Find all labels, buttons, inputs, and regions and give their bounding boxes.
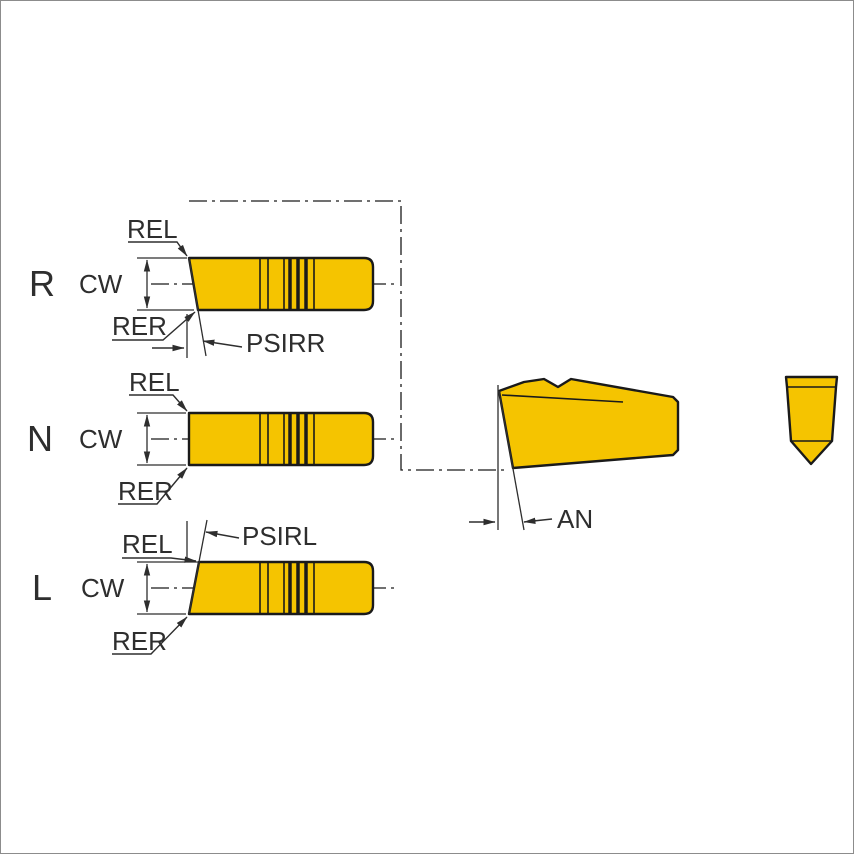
label-cw-n: CW xyxy=(79,424,123,454)
side-top-face-edge xyxy=(501,394,624,403)
angle-arrow-psirr xyxy=(202,339,243,348)
front-view-n: N CW REL RER xyxy=(27,367,397,506)
side-view: AN xyxy=(469,377,680,534)
insert-serrations-l xyxy=(259,562,315,614)
insert-outline-l xyxy=(187,560,375,616)
front-view-l: L CW REL RER PSIRL xyxy=(32,519,397,656)
label-rer-r: RER xyxy=(112,311,167,341)
lead-angle-line-l xyxy=(188,519,208,615)
projection-centerline xyxy=(189,200,508,471)
insert-outline-end xyxy=(784,375,839,466)
label-cw-l: CW xyxy=(81,573,125,603)
angle-arrow-an xyxy=(523,517,553,524)
angle-arrow-psirl xyxy=(205,530,240,539)
leader-rel-r xyxy=(128,241,188,257)
label-rer-n: RER xyxy=(118,476,173,506)
insert-serrations-r xyxy=(259,258,315,310)
insert-serrations-n xyxy=(259,413,315,465)
end-view xyxy=(784,375,839,466)
cw-dimension-r xyxy=(137,257,194,311)
label-psirl: PSIRL xyxy=(242,521,317,551)
leader-rer-n xyxy=(118,467,188,505)
view-letter-n: N xyxy=(27,418,53,459)
leader-rer-r xyxy=(112,311,196,341)
view-letter-l: L xyxy=(32,567,52,608)
label-cw-r: CW xyxy=(79,269,123,299)
view-letter-r: R xyxy=(29,263,55,304)
insert-outline-r xyxy=(187,256,375,312)
label-rel-l: REL xyxy=(122,529,173,559)
label-rel-r: REL xyxy=(127,214,178,244)
leader-rel-l xyxy=(122,556,197,563)
leader-rer-l xyxy=(112,616,188,655)
cw-dimension-n xyxy=(137,412,186,466)
label-rer-l: RER xyxy=(112,626,167,656)
label-an: AN xyxy=(557,504,593,534)
clearance-angle-line xyxy=(498,390,525,531)
insert-outline-side xyxy=(497,377,680,470)
insert-outline-n xyxy=(187,411,375,467)
front-view-r: R CW REL RER PSIRR xyxy=(29,214,397,358)
label-rel-n: REL xyxy=(129,367,180,397)
label-psirr: PSIRR xyxy=(246,328,325,358)
leader-rel-n xyxy=(129,394,188,412)
